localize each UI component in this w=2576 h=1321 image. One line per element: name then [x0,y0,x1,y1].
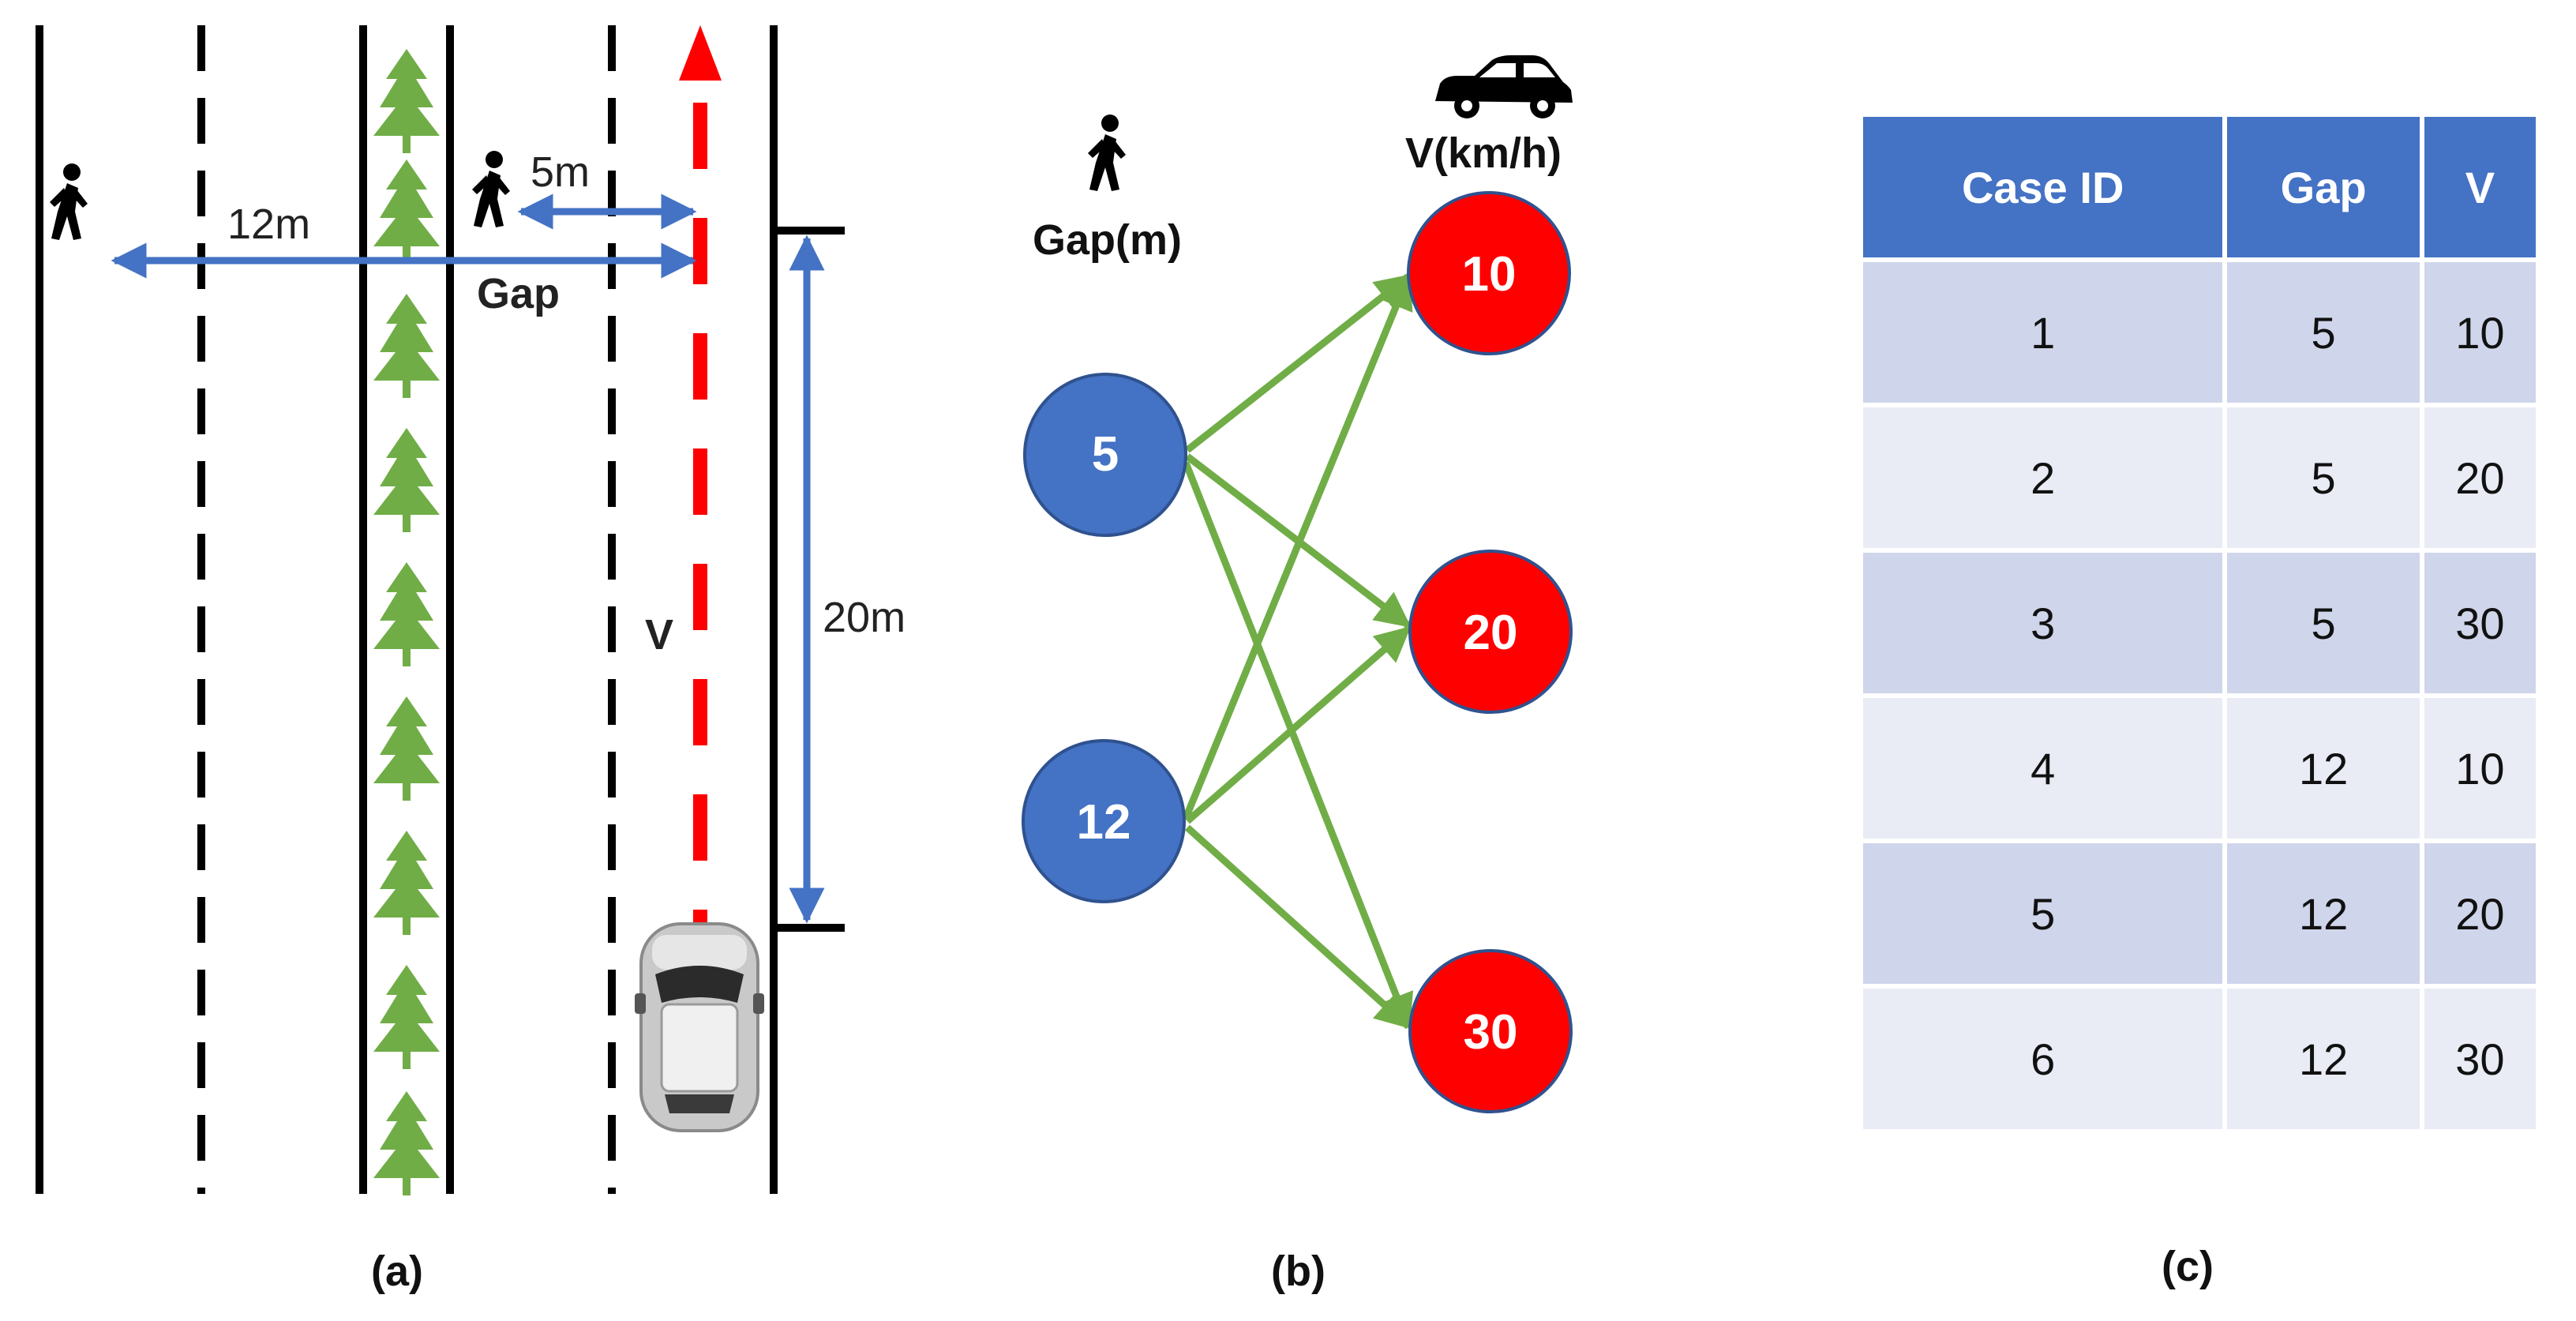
header-case-id: Case ID [1863,117,2223,257]
speed-node-30: 30 [1408,949,1573,1113]
edge-5-to-10 [1185,273,1412,453]
cell-gap: 5 [2227,553,2420,693]
tree-icon [373,1091,440,1195]
cell-v: 30 [2424,989,2536,1129]
cell-case-id: 4 [1863,698,2223,839]
case-table: Case ID Gap V 1 5 10 2 5 20 3 5 30 4 [1863,117,2545,1129]
speed-node-10-label: 10 [1462,247,1517,302]
trajectory-arrowhead [679,25,722,81]
cell-v: 20 [2424,843,2536,984]
tree-icon [373,696,440,801]
caption-a: (a) [371,1248,423,1295]
cell-case-id: 1 [1863,262,2223,403]
gap-title: Gap(m) [1033,216,1182,264]
cell-case-id: 3 [1863,553,2223,693]
car-side-icon [1435,55,1573,118]
cell-gap: 5 [2227,407,2420,548]
speed-node-20: 20 [1408,550,1573,714]
tree-icon [373,159,440,264]
caption-b: (b) [1271,1248,1325,1295]
header-gap: Gap [2227,117,2420,257]
tree-icon [373,294,440,398]
cell-gap: 5 [2227,262,2420,403]
gap-node-5-label: 5 [1092,427,1119,482]
cell-gap: 12 [2227,989,2420,1129]
label-20m: 20m [823,594,906,641]
cell-gap: 12 [2227,843,2420,984]
edge-12-to-30 [1184,824,1412,1030]
table-row: 1 5 10 [1863,262,2536,403]
edge-12-to-20 [1185,625,1412,824]
road-scene: 12m 5m Gap V 20m (a) [36,25,906,1295]
cell-case-id: 2 [1863,407,2223,548]
factor-diagram: Gap(m) V(km/h) 5 12 10 [1022,55,1573,1295]
gap-node-5: 5 [1023,373,1187,537]
case-table-grid: Case ID Gap V 1 5 10 2 5 20 3 5 30 4 [1858,112,2540,1134]
speed-node-10: 10 [1407,191,1571,355]
table-header-row: Case ID Gap V [1863,117,2536,257]
cell-case-id: 5 [1863,843,2223,984]
header-v: V [2424,117,2536,257]
table-row: 6 12 30 [1863,989,2536,1129]
table-row: 4 12 10 [1863,698,2536,839]
label-5m: 5m [531,148,590,196]
tree-icon [373,49,440,153]
caption-c: (c) [2162,1243,2214,1290]
pedestrian-legend-icon [1088,114,1126,191]
pedestrian-far-icon [50,163,88,240]
cell-v: 20 [2424,407,2536,548]
speed-node-20-label: 20 [1464,606,1518,660]
tree-icon [373,428,440,532]
tree-icon [373,965,440,1069]
cell-v: 30 [2424,553,2536,693]
edge-5-to-30 [1182,461,1414,1030]
label-v: V [645,611,673,659]
table-row: 2 5 20 [1863,407,2536,548]
table-row: 3 5 30 [1863,553,2536,693]
speed-node-30-label: 30 [1464,1005,1518,1060]
gap-node-12-label: 12 [1077,795,1131,850]
cell-gap: 12 [2227,698,2420,839]
tree-icon [373,562,440,666]
table-row: 5 12 20 [1863,843,2536,984]
label-gap: Gap [477,270,560,317]
gap-node-12: 12 [1022,739,1186,903]
v-title: V(km/h) [1405,129,1562,177]
cell-v: 10 [2424,262,2536,403]
tree-icon [373,831,440,935]
label-12m: 12m [227,201,310,248]
cell-v: 10 [2424,698,2536,839]
cell-case-id: 6 [1863,989,2223,1129]
pedestrian-near-icon [472,151,510,227]
car-top-view-icon [635,922,764,1132]
edge-12-to-10 [1182,272,1413,820]
median-trees [373,49,440,1195]
